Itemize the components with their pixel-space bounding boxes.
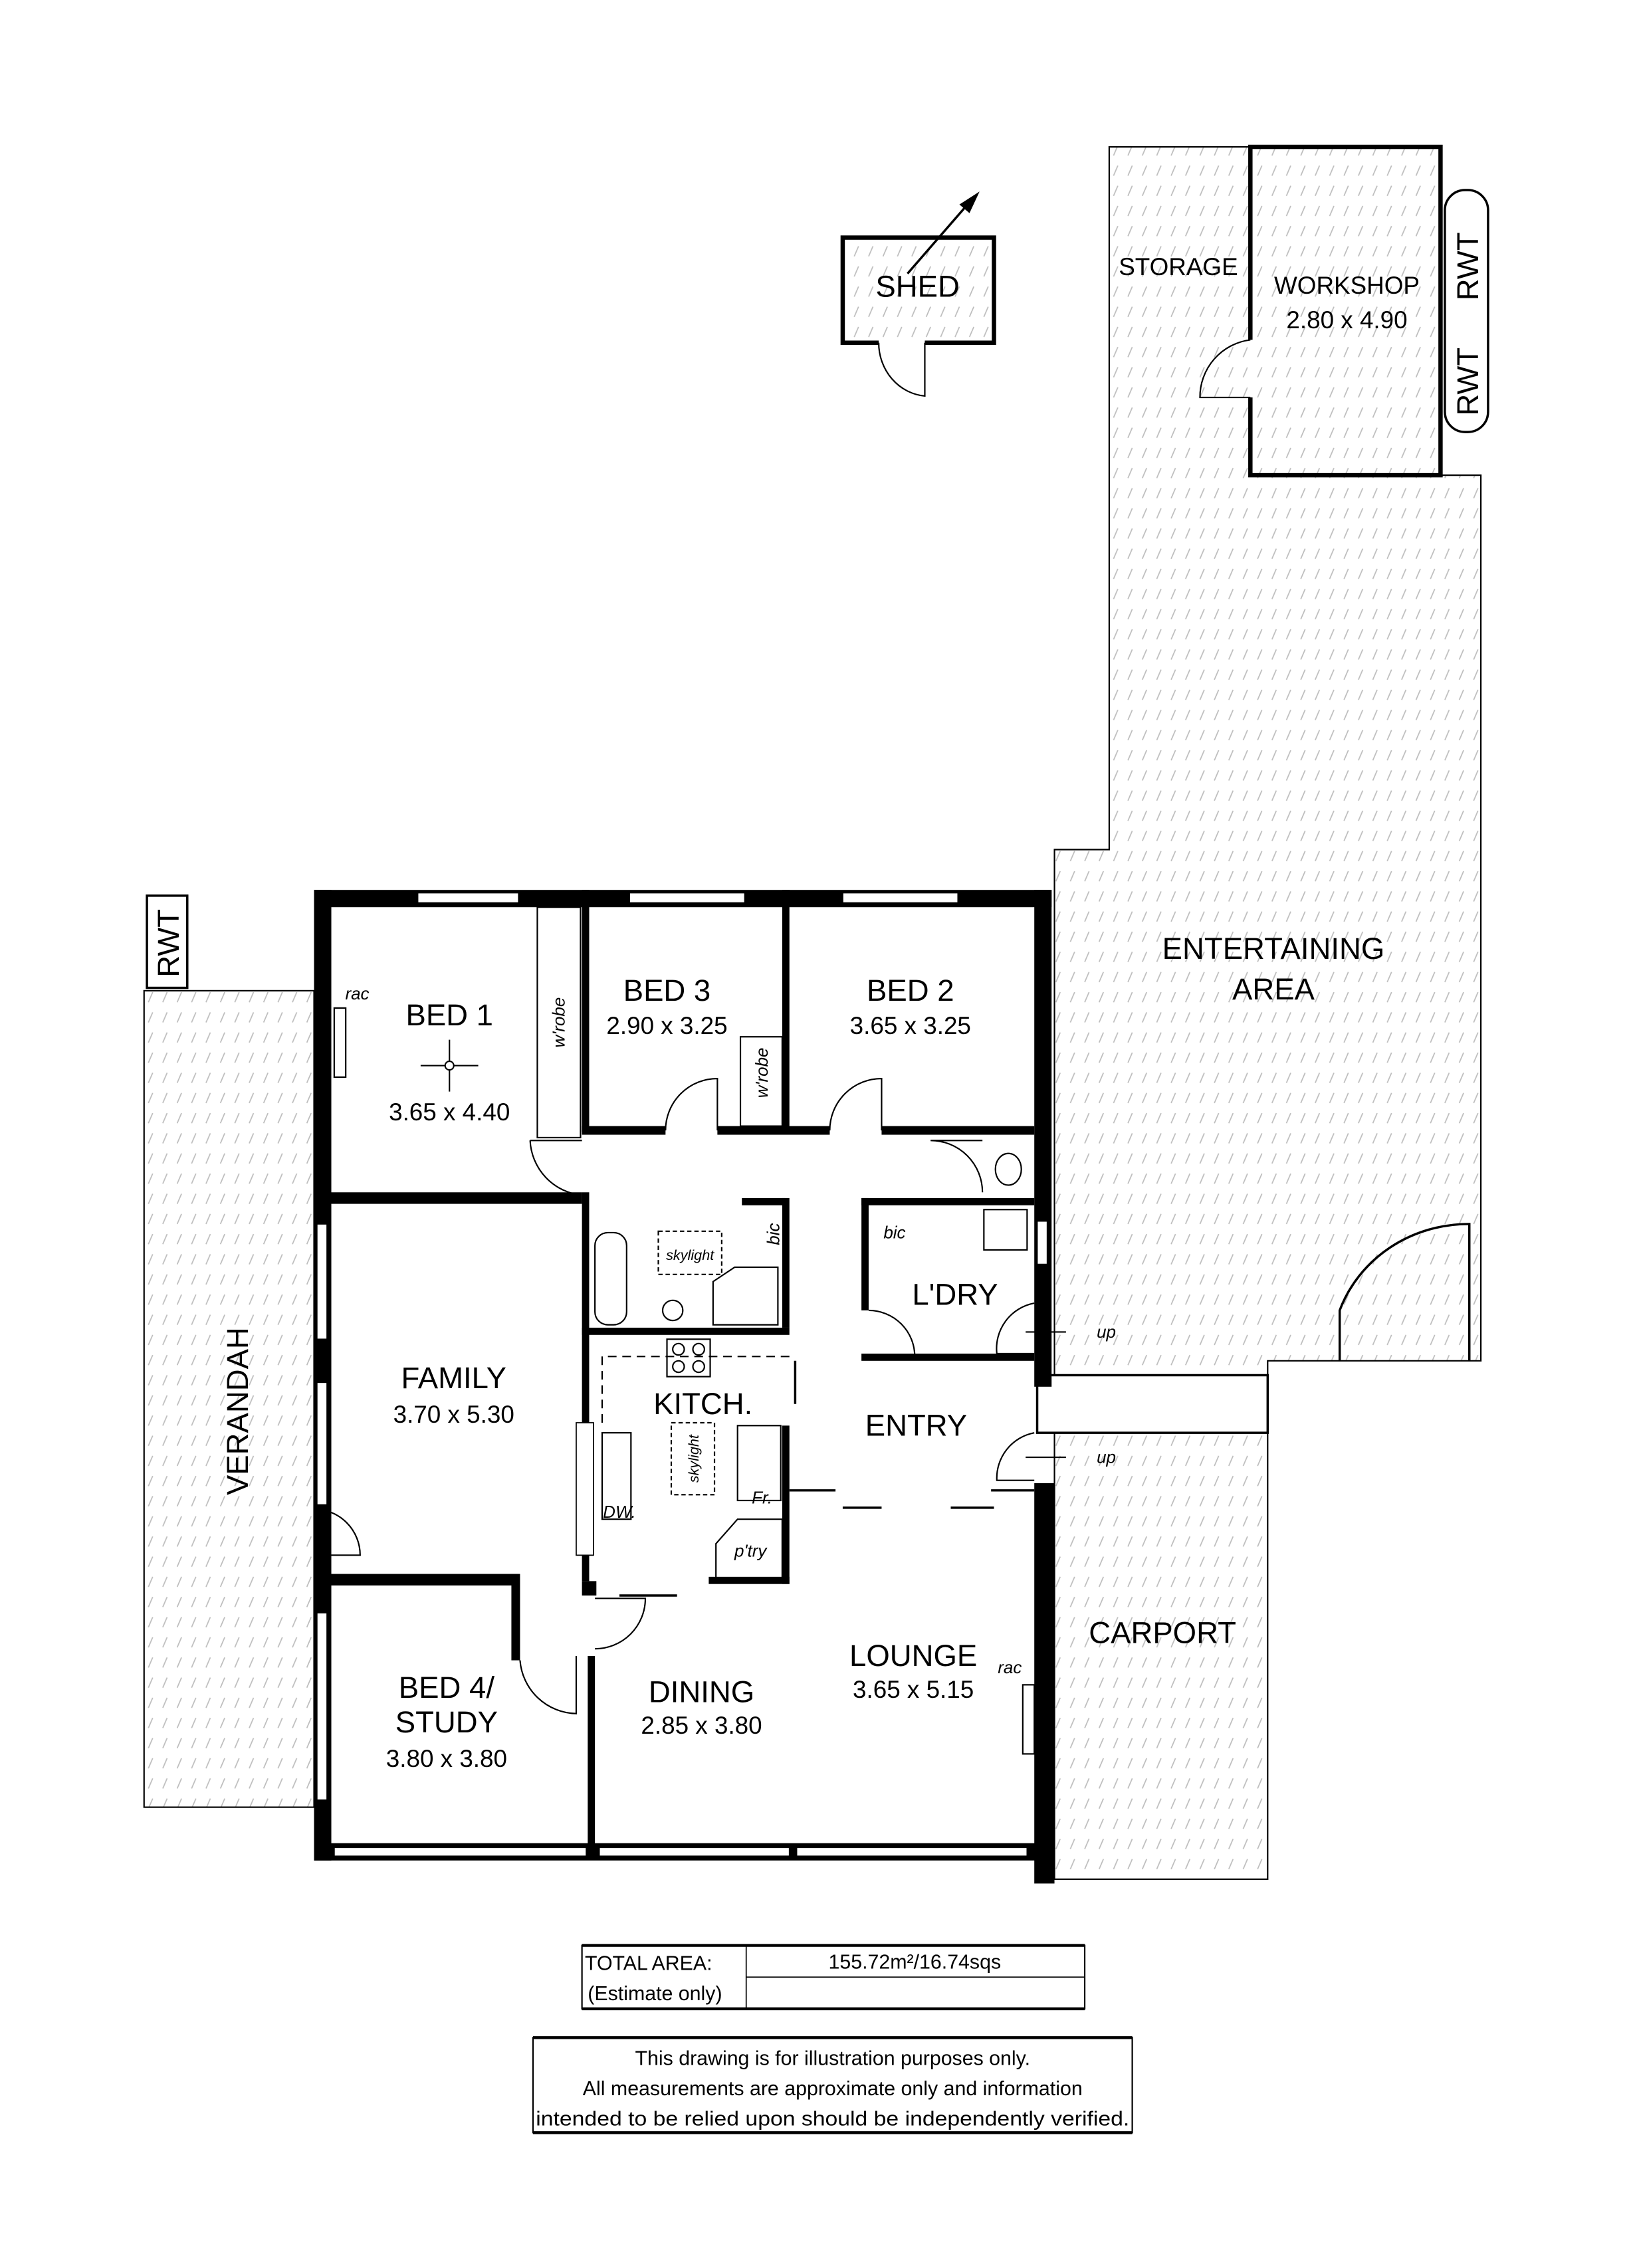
toilet-icon <box>994 1152 1022 1186</box>
bed4-label: STUDY <box>395 1705 498 1739</box>
rac-label: rac <box>345 983 369 1003</box>
shower-icon <box>712 1266 779 1326</box>
ceiling-fan-icon <box>420 1039 479 1092</box>
pantry <box>715 1518 783 1582</box>
skylight <box>657 1230 722 1275</box>
skylight-label: skylight <box>685 1434 702 1483</box>
wrobe-label: w'robe <box>549 997 569 1048</box>
sink-icon <box>601 1432 632 1520</box>
shed: SHED <box>840 191 996 397</box>
entry-label: ENTRY <box>865 1408 967 1442</box>
wardrobe <box>739 1036 783 1127</box>
wrobe-label: w'robe <box>752 1048 772 1098</box>
fridge-label: Fr. <box>752 1487 772 1507</box>
carport: CARPORT <box>1036 1374 1269 1880</box>
wardrobe <box>536 906 582 1139</box>
pantry-label: p'try <box>734 1541 768 1561</box>
laundry-tub-icon <box>983 1209 1028 1251</box>
disclaimer-line: All measurements are approximate only an… <box>583 2078 1083 2100</box>
disclaimer-line: This drawing is for illustration purpose… <box>635 2047 1030 2069</box>
dining-dims: 2.85 x 3.80 <box>641 1712 762 1739</box>
rwt-label: RWT <box>1451 233 1485 301</box>
storage-label: STORAGE <box>1119 253 1238 280</box>
carport-label: CARPORT <box>1089 1616 1236 1650</box>
rwt-label: RWT <box>152 909 185 978</box>
entertaining-area: STORAGE WORKSHOP 2.80 x 4.90 RWT RWT ENT… <box>1053 144 1489 1376</box>
bed3-label: BED 3 <box>623 974 711 1007</box>
bathtub-icon <box>594 1231 627 1326</box>
up-label: up <box>1097 1447 1116 1467</box>
verandah: RWT VERANDAH <box>143 894 315 1808</box>
dining-label: DINING <box>649 1675 754 1708</box>
kitchen-label: KITCH. <box>653 1387 752 1421</box>
bed1-label: BED 1 <box>405 998 493 1032</box>
bed3-dims: 2.90 x 3.25 <box>606 1012 727 1039</box>
shed-label: SHED <box>875 269 959 303</box>
lounge-dims: 3.65 x 5.15 <box>853 1676 974 1703</box>
up-label: up <box>1097 1322 1116 1342</box>
rac-unit <box>333 1007 347 1078</box>
cooktop-icon <box>666 1338 711 1378</box>
bic-label: bic <box>883 1223 905 1243</box>
verandah-label: VERANDAH <box>221 1327 255 1495</box>
disclaimer: This drawing is for illustration purpose… <box>532 2036 1133 2134</box>
north-arrowhead-icon <box>959 191 980 213</box>
rac-unit <box>1022 1684 1036 1755</box>
total-area-label: TOTAL AREA: <box>585 1952 712 1974</box>
estimate-only-label: (Estimate only) <box>588 1983 722 2005</box>
basin-icon <box>661 1299 684 1322</box>
bed2-dims: 3.65 x 3.25 <box>850 1012 971 1039</box>
bed4-dims: 3.80 x 3.80 <box>386 1745 507 1772</box>
lounge-label: LOUNGE <box>849 1639 977 1673</box>
bed4-label: BED 4/ <box>399 1671 495 1704</box>
entertaining-label: AREA <box>1232 972 1315 1006</box>
laundry-label: L'DRY <box>912 1277 998 1311</box>
workshop-label: WORKSHOP <box>1274 272 1420 299</box>
bic-label: bic <box>764 1223 784 1245</box>
skylight-label: skylight <box>666 1247 714 1263</box>
fixtures <box>333 906 1066 1755</box>
rac-label: rac <box>998 1657 1022 1677</box>
dishwasher-label: DW. <box>603 1502 636 1522</box>
family-dims: 3.70 x 5.30 <box>393 1401 514 1428</box>
area-table: TOTAL AREA: (Estimate only) 155.72m²/16.… <box>581 1944 1086 2011</box>
family-label: FAMILY <box>401 1361 506 1395</box>
rwt-label: RWT <box>1451 348 1485 416</box>
bed1-dims: 3.65 x 4.40 <box>389 1098 510 1126</box>
disclaimer-line: intended to be relied upon should be ind… <box>536 2108 1129 2130</box>
room-labels: rac BED 1 3.65 x 4.40 w'robe BED 3 2.90 … <box>345 974 1116 1772</box>
workshop-dims: 2.80 x 4.90 <box>1286 306 1407 334</box>
house-walls <box>314 890 1055 1884</box>
bed2-label: BED 2 <box>867 974 954 1007</box>
total-area-value: 155.72m²/16.74sqs <box>828 1951 1001 1973</box>
north-arrow-icon <box>907 196 975 274</box>
entertaining-label: ENTERTAINING <box>1162 932 1385 966</box>
fridge-space <box>736 1425 782 1502</box>
